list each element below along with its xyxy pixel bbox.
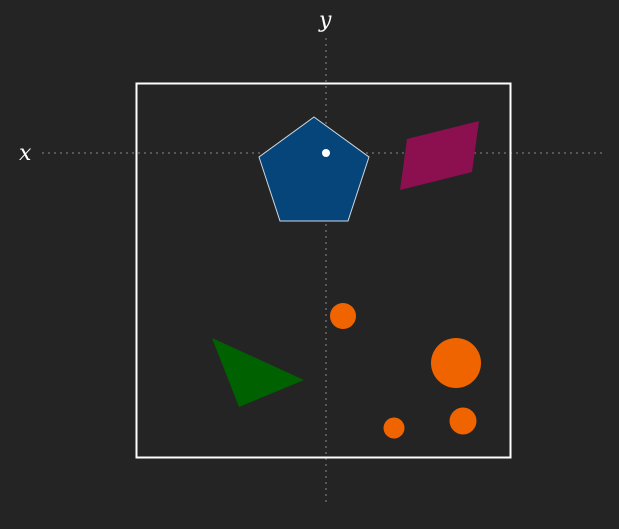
bounding-frame bbox=[135, 82, 512, 459]
orange-circle-medium bbox=[449, 407, 477, 435]
origin-dot bbox=[322, 149, 330, 157]
x-axis-label: x bbox=[19, 141, 32, 166]
orange-circle-large bbox=[431, 338, 481, 388]
y-axis-label: y bbox=[318, 8, 332, 33]
orange-circle-upper bbox=[330, 303, 356, 329]
green-triangle bbox=[212, 338, 304, 407]
magenta-parallelogram bbox=[400, 121, 479, 190]
orange-circle-small bbox=[383, 417, 405, 439]
blue-pentagon bbox=[258, 116, 370, 222]
